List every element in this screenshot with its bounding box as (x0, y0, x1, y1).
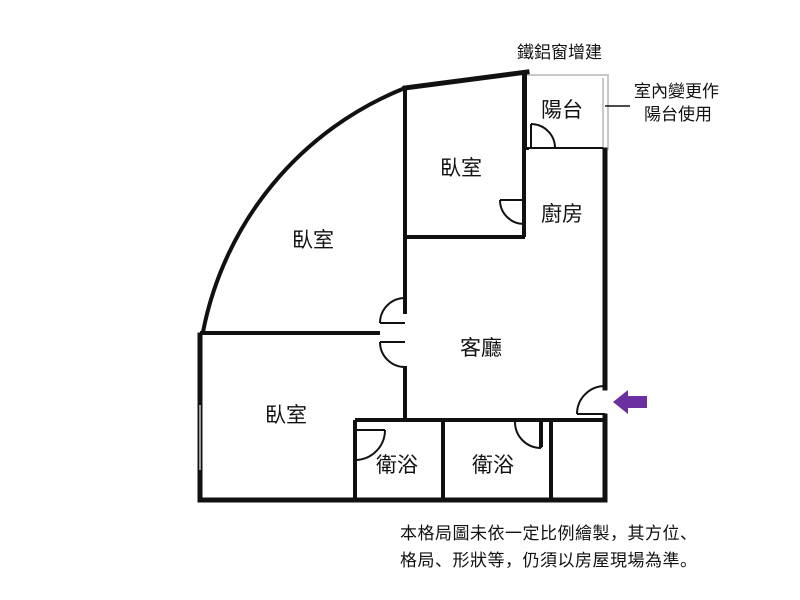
door-bedroom-large (379, 297, 406, 324)
door-bathroom-2 (514, 420, 542, 449)
footnote-line-1: 本格局圖未依一定比例繪製，其方位、 (400, 524, 698, 544)
door-bathroom-1 (354, 429, 386, 461)
footnote-line-2: 格局、形狀等，仍須以房屋現場為準。 (400, 551, 698, 571)
annotation-line-2: 陽台使用 (644, 105, 712, 125)
exterior-walls (197, 69, 608, 503)
annotation-line-1: 室內變更作 (634, 82, 719, 102)
door-entrance (576, 385, 606, 415)
room-label-bathroom-2: 衛浴 (472, 453, 514, 477)
door-balcony (530, 123, 556, 149)
room-label-kitchen: 廚房 (541, 202, 583, 226)
arrow-left-icon (613, 390, 647, 414)
room-label-bedroom-large: 臥室 (292, 228, 334, 252)
door-bedroom-bottom (379, 341, 406, 368)
window-addition-label: 鐵鋁窗增建 (517, 43, 602, 63)
balcony-window-frame (526, 74, 609, 150)
room-label-living-room: 客廳 (460, 336, 502, 360)
room-label-balcony: 陽台 (541, 98, 583, 122)
room-label-bedroom-top: 臥室 (440, 156, 482, 180)
room-label-bedroom-bottom: 臥室 (265, 403, 307, 427)
room-label-bathroom-1: 衛浴 (376, 453, 418, 477)
interior-walls (198, 72, 606, 500)
door-bedroom-top (499, 199, 525, 225)
